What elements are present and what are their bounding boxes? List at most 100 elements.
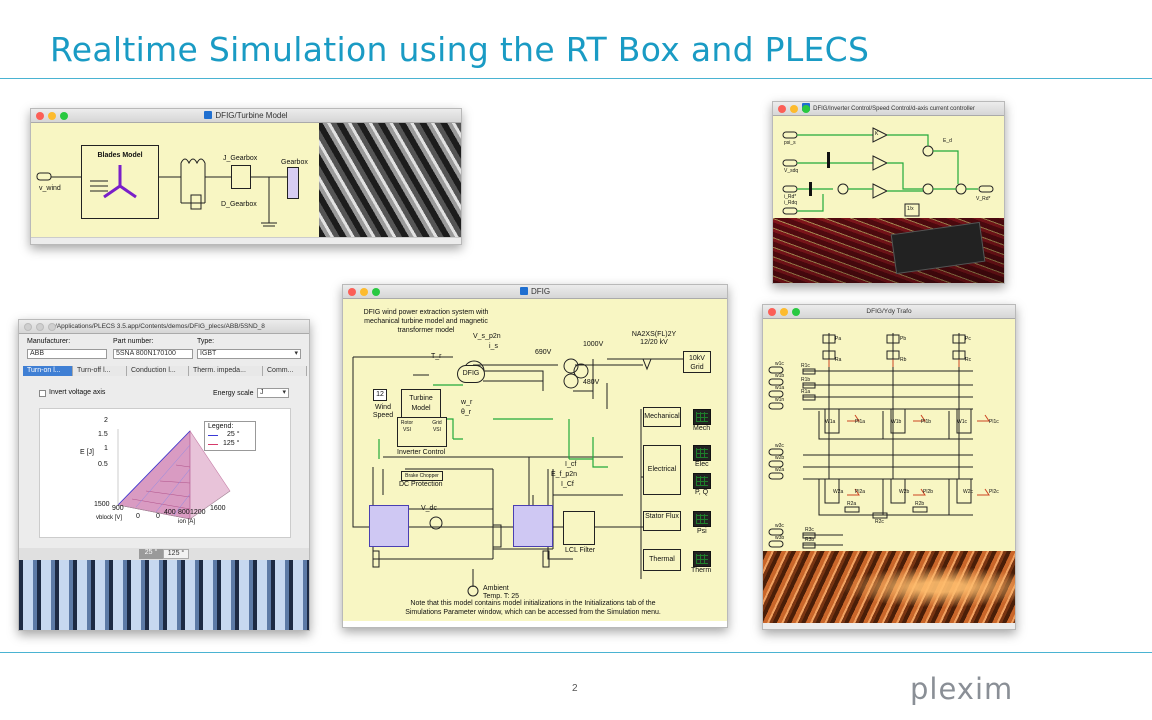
plecs-editor-window[interactable]: /Applications/PLECS 3.5.app/Contents/dem…	[18, 319, 310, 631]
w1b-core-label: W1b	[891, 419, 902, 425]
z-axis-label: E [J]	[80, 449, 95, 456]
v-tick-900: 900	[112, 505, 124, 512]
controller-window-titlebar[interactable]: DFIG/Inverter Control/Speed Control/d-ax…	[773, 102, 1004, 116]
therm-scope[interactable]	[693, 551, 711, 567]
psi-scope-label: Psi	[697, 528, 707, 535]
rotor-vsi-label: Rotor VSI	[400, 420, 414, 433]
zoom-icon[interactable]	[372, 288, 380, 296]
grid-converter-block[interactable]	[513, 505, 553, 547]
psi-scope[interactable]	[693, 511, 711, 527]
tab-turn-on[interactable]: Turn-on l...	[23, 366, 73, 376]
pl1b-label: Pl1b	[921, 419, 932, 425]
close-icon[interactable]	[778, 105, 786, 113]
elec-scope[interactable]	[693, 445, 711, 461]
dfig-window-title: DFIG	[530, 287, 551, 296]
turbine-model-block[interactable]: Turbine Model	[401, 389, 441, 419]
i-axis-label: ion [A]	[178, 519, 196, 525]
zoom-icon[interactable]	[802, 105, 810, 113]
wind-speed-label: Wind Speed	[372, 404, 394, 419]
v-rd-label: V_Rd*	[976, 196, 991, 202]
minimize-icon[interactable]	[48, 112, 56, 120]
v-tick-1500: 1500	[94, 501, 110, 508]
wind-speed-constant[interactable]: 12	[373, 389, 387, 401]
manufacturer-field[interactable]: ABB	[27, 349, 107, 359]
turbine-window-titlebar[interactable]: DFIG/Turbine Model	[31, 109, 461, 123]
part-number-field[interactable]: 5SNA 800N170100	[113, 349, 193, 359]
brake-chopper-block[interactable]: Brake Chopper	[401, 471, 443, 481]
turbine-model-window[interactable]: DFIG/Turbine Model Blades Model	[30, 108, 462, 245]
invert-voltage-checkbox[interactable]	[39, 390, 46, 397]
close-icon[interactable]	[348, 288, 356, 296]
tab-thermal-impedance[interactable]: Therm. impeda...	[189, 366, 263, 376]
stator-flux-subsystem[interactable]: Stator Flux	[643, 511, 681, 531]
turbine-schematic-canvas[interactable]: Blades Model v_wind J_Gearbox D_Gearbox …	[31, 123, 319, 237]
dfig-window-titlebar[interactable]: DFIG	[343, 285, 727, 299]
trafo-schematic-canvas[interactable]: Pa Pb Pc Ra Rb Rc w1c w1b w1a w1n R1c R1…	[763, 319, 1015, 551]
dfig-window[interactable]: DFIG DFIG wind power extraction system w	[342, 284, 728, 628]
minimize-icon[interactable]	[360, 288, 368, 296]
zoom-icon[interactable]	[48, 323, 56, 331]
thermal-subsystem[interactable]: Thermal	[643, 549, 681, 571]
dfig-schematic-canvas[interactable]: DFIG wind power extraction system with m…	[343, 299, 727, 621]
trafo-wiring	[768, 333, 990, 549]
tab-turn-off[interactable]: Turn-off l...	[73, 366, 127, 376]
gearbox-inertia-block[interactable]	[231, 165, 251, 189]
plecs-editor-titlebar[interactable]: /Applications/PLECS 3.5.app/Contents/dem…	[19, 320, 309, 334]
model-note: Note that this model contains model init…	[405, 600, 661, 616]
trafo-window-titlebar[interactable]: DFIG/Ydy Trafo	[763, 305, 1015, 319]
stator-flux-label: Stator Flux	[645, 513, 679, 520]
dropdown-arrow-icon: ▾	[294, 350, 298, 357]
trafo-window[interactable]: DFIG/Ydy Trafo	[762, 304, 1016, 630]
pq-scope[interactable]	[693, 473, 711, 489]
grid-source-block[interactable]: 10kV Grid	[683, 351, 711, 373]
rotor-converter-block[interactable]	[369, 505, 409, 547]
electrical-subsystem[interactable]: Electrical	[643, 445, 681, 495]
gearbox-block[interactable]	[287, 167, 299, 199]
lcl-filter-block[interactable]	[563, 511, 595, 545]
minimize-icon[interactable]	[790, 105, 798, 113]
loss-surface-plot[interactable]: E [J] 2 1.5 1 0.5 1500 900 0 vblock [V] …	[39, 408, 291, 538]
r1a-label: R1a	[801, 389, 811, 395]
w2c-core-label: W2c	[963, 489, 973, 495]
v-s-p2n-label: V_s_p2n	[473, 333, 501, 340]
j-gearbox-label: J_Gearbox	[223, 155, 258, 162]
close-icon[interactable]	[768, 308, 776, 316]
zoom-icon[interactable]	[792, 308, 800, 316]
turbine-model-label: Turbine Model	[409, 395, 433, 412]
gain-label: K	[875, 131, 879, 137]
tab-comments[interactable]: Comm...	[263, 366, 307, 376]
manufacturer-label: Manufacturer:	[27, 338, 71, 345]
z-tick-1: 1	[104, 445, 108, 452]
slide-title: Realtime Simulation using the RT Box and…	[50, 30, 870, 69]
i-cf-label: I_cf	[565, 461, 577, 468]
minimize-icon[interactable]	[780, 308, 788, 316]
blades-model-block[interactable]: Blades Model	[81, 145, 159, 219]
controller-wiring	[782, 127, 994, 217]
d-gearbox-label: D_Gearbox	[221, 201, 257, 208]
controller-schematic-canvas[interactable]: psi_s V_sdq i_Rd* i_Rdq E_d V_Rd* 1/x K	[773, 116, 1004, 218]
heatsink-photo	[19, 560, 309, 630]
type-label: Type:	[197, 338, 215, 345]
zoom-icon[interactable]	[60, 112, 68, 120]
close-icon[interactable]	[36, 112, 44, 120]
w-r-label: w_r	[461, 399, 473, 406]
v1000-label: 1000V	[583, 341, 604, 348]
w1n-label: w1n	[775, 397, 785, 403]
temp-button-25[interactable]: 25 °	[139, 549, 163, 559]
inverter-control-block[interactable]: Rotor VSI Grid VSI	[397, 417, 447, 447]
minimize-icon[interactable]	[36, 323, 44, 331]
z-tick-2: 2	[104, 417, 108, 424]
legend-swatch-25	[208, 435, 218, 436]
close-icon[interactable]	[24, 323, 32, 331]
type-select[interactable]: IGBT▾	[197, 349, 301, 359]
trafo-window-title: DFIG/Ydy Trafo	[866, 308, 912, 315]
r1b-label: R1b	[801, 377, 811, 383]
temp-button-125[interactable]: 125 °	[163, 549, 189, 559]
energy-scale-select[interactable]: J▾	[257, 388, 289, 398]
mechanical-subsystem[interactable]: Mechanical	[643, 407, 681, 427]
tab-conduction[interactable]: Conduction l...	[127, 366, 189, 376]
mech-scope[interactable]	[693, 409, 711, 425]
controller-window[interactable]: DFIG/Inverter Control/Speed Control/d-ax…	[772, 101, 1005, 284]
dfig-machine-block[interactable]: DFIG	[457, 365, 485, 383]
copper-coil-photo	[763, 551, 1015, 623]
